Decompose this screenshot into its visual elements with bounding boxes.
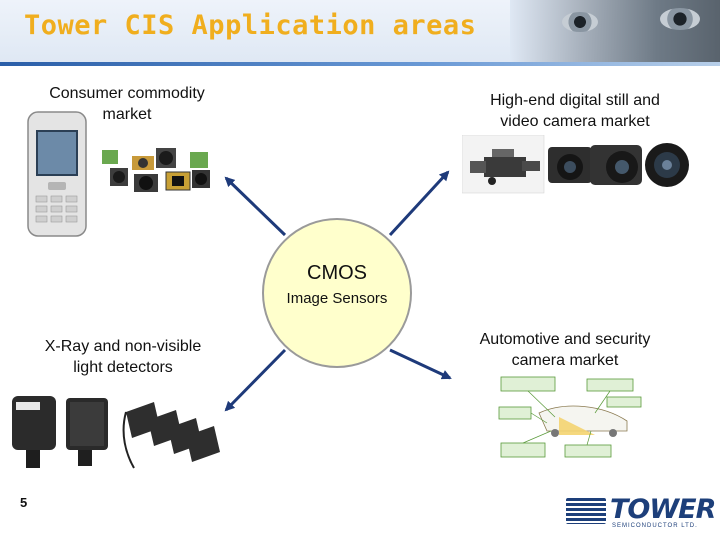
arrow-to-consumer xyxy=(224,176,287,237)
slide-title: Tower CIS Application areas xyxy=(24,10,477,41)
tsl-logo-mark xyxy=(566,498,606,524)
xray-detectors-image xyxy=(12,396,220,469)
xray-label-line2: light detectors xyxy=(73,359,173,376)
tower-wordmark: TOWER xyxy=(610,494,716,525)
arrow-to-automotive xyxy=(389,348,452,380)
cmos-circle xyxy=(262,218,412,368)
highend-label-line1: High-end digital still and xyxy=(490,92,660,109)
arrow-to-xray xyxy=(224,348,287,412)
automotive-diagram-image xyxy=(495,373,645,465)
right-eye-image xyxy=(660,8,700,30)
highend-label-line2: video camera market xyxy=(500,113,650,130)
tower-logo: TOWER SEMICONDUCTOR LTD. xyxy=(566,490,716,534)
left-eye-image xyxy=(562,12,598,32)
header-eye-photo xyxy=(510,0,720,62)
xray-label-line1: X-Ray and non-visible xyxy=(44,338,202,355)
page-number: 5 xyxy=(20,495,28,510)
xray-detectors-label: X-Ray and non-visible light detectors xyxy=(18,336,228,378)
highend-market-label: High-end digital still and video camera … xyxy=(460,90,690,132)
cmos-subtitle: Image Sensors xyxy=(286,290,388,307)
consumer-label-line1: Consumer commodity xyxy=(49,85,205,102)
automotive-market-label: Automotive and security camera market xyxy=(455,329,675,371)
header-divider xyxy=(0,62,720,66)
phone-and-modules-image xyxy=(27,111,210,237)
arrow-to-highend xyxy=(388,170,450,237)
slide-header: Tower CIS Application areas xyxy=(0,0,720,62)
pro-cameras-image xyxy=(462,135,689,194)
tower-wordmark-sub: SEMICONDUCTOR LTD. xyxy=(612,523,698,529)
consumer-market-label: Consumer commodity market xyxy=(22,83,232,125)
consumer-label-line2: market xyxy=(102,106,152,123)
cmos-title: CMOS xyxy=(307,262,367,284)
automotive-label-line1: Automotive and security xyxy=(479,331,651,348)
automotive-label-line2: camera market xyxy=(511,352,619,369)
